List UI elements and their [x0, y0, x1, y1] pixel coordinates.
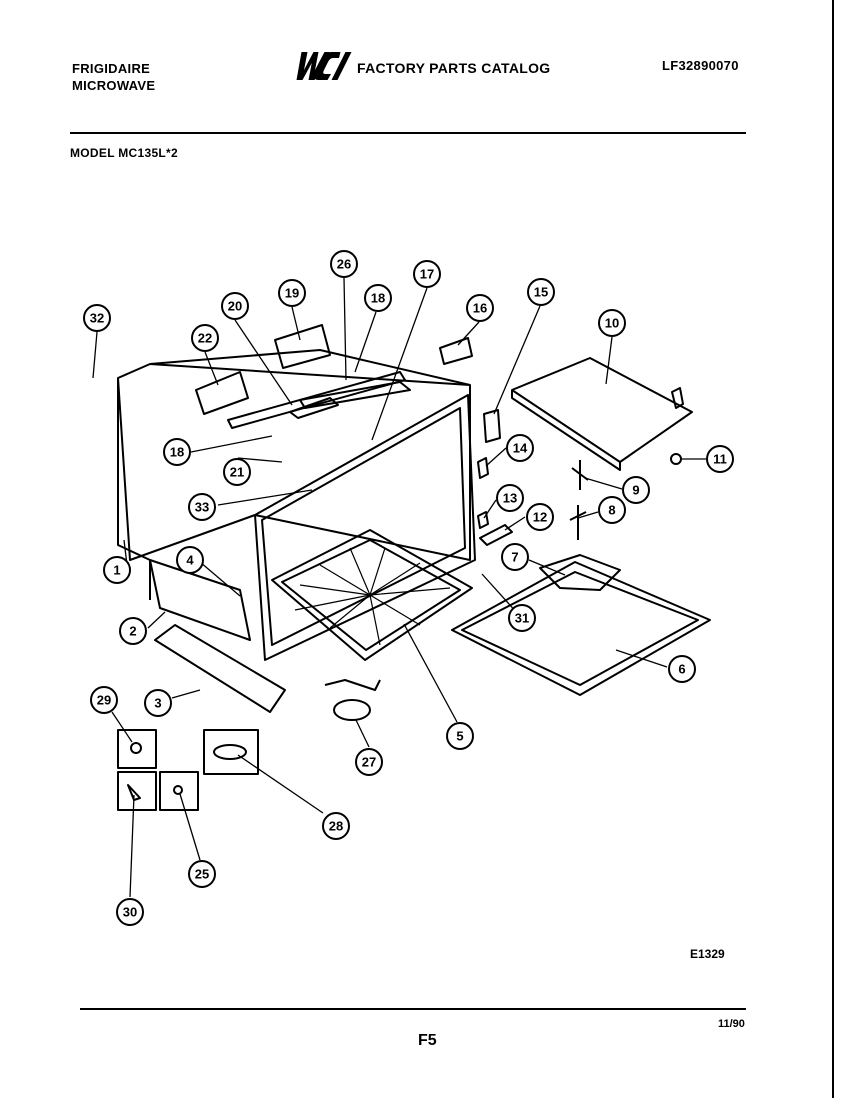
callout-label-c12: 12 — [533, 510, 547, 525]
bracket-16 — [439, 337, 473, 365]
callout-circle-c25 — [188, 860, 216, 888]
callout-label-c31: 31 — [515, 611, 529, 626]
callout-circle-c16 — [466, 294, 494, 322]
box-28 — [203, 729, 259, 775]
power-cord — [324, 679, 381, 691]
wci-logo — [296, 52, 352, 80]
callout-label-c5: 5 — [456, 729, 463, 744]
callout-label-c18a: 18 — [371, 291, 385, 306]
callout-label-c30: 30 — [123, 905, 137, 920]
callout-label-c22: 22 — [198, 331, 212, 346]
brand-name: FRIGIDAIRE — [72, 61, 151, 76]
box-30 — [117, 771, 157, 811]
callout-label-c19: 19 — [285, 286, 299, 301]
callout-label-c8: 8 — [608, 503, 615, 518]
oven-tray — [271, 529, 473, 661]
catalog-title: FACTORY PARTS CATALOG — [357, 60, 551, 76]
callout-label-c4: 4 — [186, 553, 194, 568]
callout-circle-c30 — [116, 898, 144, 926]
callout-label-c16: 16 — [473, 301, 487, 316]
callout-circle-c8 — [598, 496, 626, 524]
callout-label-c15: 15 — [534, 285, 548, 300]
base-panel — [149, 559, 251, 641]
bottom-rail — [154, 624, 286, 713]
callout-circle-c17 — [413, 260, 441, 288]
bracket-19 — [274, 324, 331, 369]
callout-label-c18b: 18 — [170, 445, 184, 460]
front-frame — [254, 394, 476, 661]
callout-circle-c18b — [163, 438, 191, 466]
callout-circle-c4 — [176, 546, 204, 574]
callout-label-c1: 1 — [113, 563, 120, 578]
switch-15 — [483, 409, 501, 443]
callout-label-c26: 26 — [337, 257, 351, 272]
callout-label-c28: 28 — [329, 819, 343, 834]
callout-label-c13: 13 — [503, 491, 517, 506]
footer-rule — [80, 1008, 746, 1010]
callout-label-c25: 25 — [195, 867, 209, 882]
model-number: MODEL MC135L*2 — [70, 146, 179, 160]
callout-circle-c7 — [501, 543, 529, 571]
base-plate — [451, 561, 711, 696]
callout-circle-c14 — [506, 434, 534, 462]
callout-circle-c33 — [188, 493, 216, 521]
box-25 — [159, 771, 199, 811]
callout-circle-c26 — [330, 250, 358, 278]
callout-label-c17: 17 — [420, 267, 434, 282]
product-type: MICROWAVE — [72, 78, 156, 93]
callout-circle-c2 — [119, 617, 147, 645]
callout-circle-c5 — [446, 722, 474, 750]
callout-label-c6: 6 — [678, 662, 685, 677]
callout-circle-c21 — [223, 458, 251, 486]
callout-label-c32: 32 — [90, 311, 104, 326]
callout-label-c11: 11 — [713, 452, 727, 467]
stirrer-blade — [299, 381, 411, 409]
callout-label-c14: 14 — [513, 441, 528, 456]
brand-block: FRIGIDAIRE MICROWAVE — [72, 60, 155, 94]
callout-circle-c27 — [355, 748, 383, 776]
callout-circle-c19 — [278, 279, 306, 307]
top-cover — [511, 357, 693, 463]
callout-label-c9: 9 — [632, 483, 639, 498]
callout-label-c33: 33 — [195, 500, 209, 515]
callout-circle-c29 — [90, 686, 118, 714]
callout-label-c21: 21 — [230, 465, 244, 480]
bracket-22 — [195, 371, 249, 415]
callout-circle-c6 — [668, 655, 696, 683]
callout-label-c29: 29 — [97, 693, 111, 708]
catalog-part-number: LF32890070 — [662, 58, 739, 73]
callout-circle-c13 — [496, 484, 524, 512]
box-29 — [117, 729, 157, 769]
motor-bracket — [539, 554, 621, 591]
revision-date: 11/90 — [718, 1018, 745, 1030]
callout-label-c20: 20 — [228, 299, 242, 314]
callout-circle-c15 — [527, 278, 555, 306]
figure-code: E1329 — [690, 947, 725, 961]
callout-circle-c20 — [221, 292, 249, 320]
header-rule — [70, 132, 746, 134]
callout-circle-c11 — [706, 445, 734, 473]
callout-label-c2: 2 — [129, 624, 136, 639]
callout-circle-c12 — [526, 503, 554, 531]
callout-label-c27: 27 — [362, 755, 376, 770]
page-edge — [832, 0, 848, 1098]
callout-circle-c22 — [191, 324, 219, 352]
page-code: F5 — [418, 1032, 437, 1049]
leader-lines — [92, 277, 706, 898]
callout-circle-c10 — [598, 309, 626, 337]
callout-circle-c28 — [322, 812, 350, 840]
callout-label-c7: 7 — [511, 550, 518, 565]
callout-circle-c1 — [103, 556, 131, 584]
callout-circle-c3 — [144, 689, 172, 717]
callout-circle-c31 — [508, 604, 536, 632]
callout-circle-c18a — [364, 284, 392, 312]
callout-circle-c32 — [83, 304, 111, 332]
callout-label-c10: 10 — [605, 316, 619, 331]
wiring-channel — [227, 371, 406, 429]
callout-circle-c9 — [622, 476, 650, 504]
callout-label-c3: 3 — [154, 696, 161, 711]
